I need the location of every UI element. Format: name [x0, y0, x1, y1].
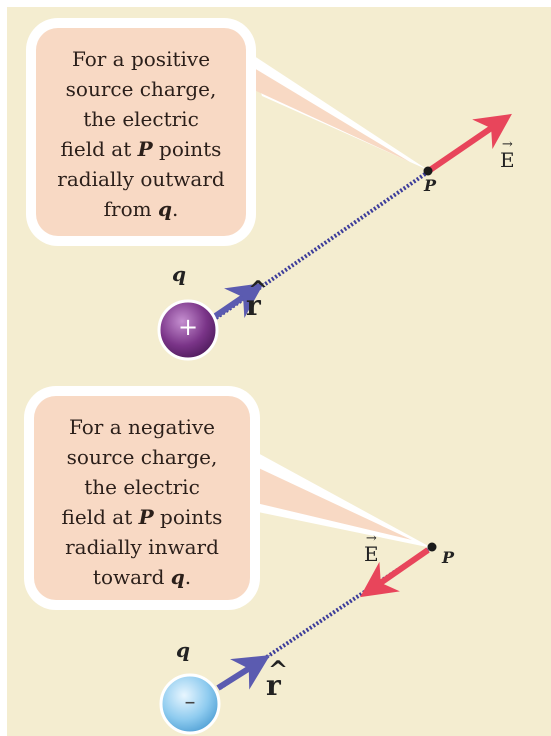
charge-label-bottom: q: [176, 638, 190, 662]
bubble-line: radially inward: [65, 535, 219, 559]
point-label-bottom: P: [442, 548, 455, 567]
negative-charge: [159, 673, 221, 735]
bubble-line: For a positive: [71, 47, 211, 71]
charge-sign-top: +: [178, 313, 199, 341]
unit-vector-hat: ^: [248, 275, 269, 304]
charge-label-top: q: [172, 262, 186, 286]
bubble-line: For a negative: [68, 415, 216, 439]
point-p-dot-top: [423, 166, 433, 176]
symbol-emphasis: P: [137, 137, 153, 161]
bubble-line: toward q.: [92, 565, 192, 589]
positive-charge: [157, 299, 219, 361]
bubble-tail-bottom: [256, 452, 432, 548]
unit-vector-label-bottom: ^ r: [266, 656, 288, 702]
unit-vector-label-top: ^ r: [246, 276, 268, 322]
bubble-line: the electric: [83, 107, 199, 131]
point-p-dot-bottom: [427, 542, 437, 552]
bubble-line: source charge,: [66, 445, 218, 469]
vector-arrow-mark: →: [365, 531, 377, 546]
explanation-bubble-bottom: For a negative source charge, the electr…: [34, 396, 250, 600]
field-symbol: E: [364, 542, 379, 566]
field-vector-label-top: → E: [500, 137, 515, 172]
bubble-tail-bottom-fill: [250, 464, 412, 540]
field-vector-label-bottom: → E: [364, 531, 379, 566]
unit-vector-arrow-top: [212, 282, 264, 320]
bubble-line: field at P points: [61, 505, 223, 529]
unit-vector-symbol: r: [266, 669, 281, 702]
field-arrow-top: [428, 113, 512, 173]
bubble-line: field at P points: [60, 137, 222, 161]
unit-vector-arrow-bottom: [216, 655, 271, 691]
explanation-bubble-top: For a positive source charge, the electr…: [36, 28, 246, 236]
bubble-tail-top: [248, 52, 428, 170]
dotted-line-top: [214, 170, 430, 320]
bubble-line: radially outward: [57, 167, 225, 191]
symbol-emphasis: P: [138, 505, 154, 529]
vector-arrow-mark: →: [501, 137, 513, 152]
field-arrow-bottom: [360, 547, 430, 598]
bubble-line: from q.: [103, 197, 179, 221]
bubble-line: the electric: [84, 475, 200, 499]
bubble-line: source charge,: [65, 77, 217, 101]
unit-vector-symbol: r: [246, 289, 261, 322]
point-label-top: P: [424, 176, 437, 195]
symbol-emphasis: q: [157, 197, 172, 221]
bubble-tail-top-fill: [244, 62, 410, 162]
unit-vector-hat: ^: [268, 655, 289, 684]
symbol-emphasis: q: [170, 565, 185, 589]
field-symbol: E: [500, 148, 515, 172]
charge-sign-bottom: –: [184, 690, 196, 715]
